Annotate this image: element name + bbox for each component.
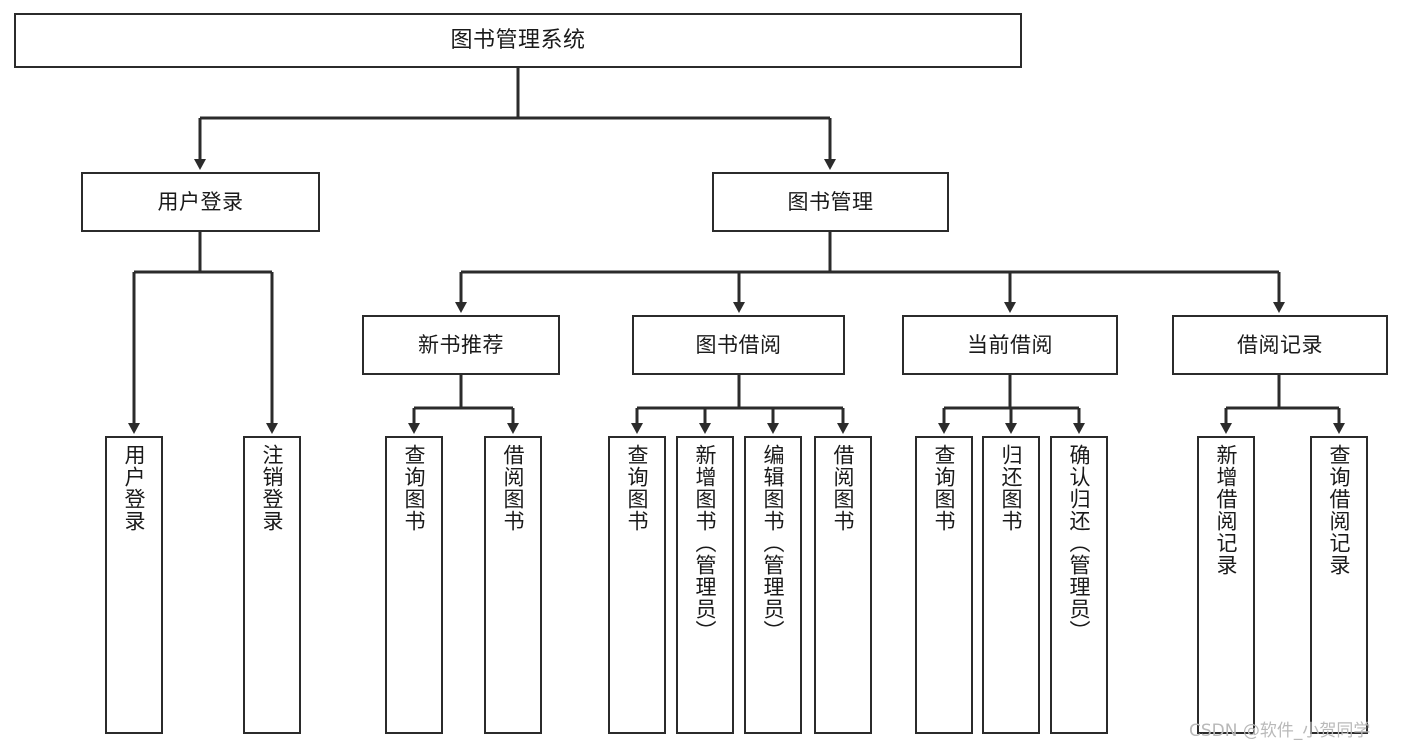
node-label: 归还图书 xyxy=(999,444,1024,532)
node-label: 新增图书（管理员） xyxy=(693,444,718,642)
node-root-book-management-system[interactable]: 图书管理系统 xyxy=(14,13,1022,68)
node-label: 借阅记录 xyxy=(1237,332,1323,357)
leaf-new-books-borrow[interactable]: 借阅图书 xyxy=(484,436,542,734)
node-new-book-recommendation[interactable]: 新书推荐 xyxy=(362,315,560,375)
leaf-current-return-book[interactable]: 归还图书 xyxy=(982,436,1040,734)
leaf-records-query-record[interactable]: 查询借阅记录 xyxy=(1310,436,1368,734)
leaf-current-confirm-return-admin[interactable]: 确认归还（管理员） xyxy=(1050,436,1108,734)
node-label: 借阅图书 xyxy=(831,444,856,532)
node-label: 查询图书 xyxy=(625,444,650,532)
node-book-borrowing[interactable]: 图书借阅 xyxy=(632,315,845,375)
leaf-new-books-query[interactable]: 查询图书 xyxy=(385,436,443,734)
node-label: 图书管理系统 xyxy=(450,27,586,53)
node-label: 查询图书 xyxy=(402,444,427,532)
node-label: 新书推荐 xyxy=(418,332,504,357)
node-label: 新增借阅记录 xyxy=(1214,444,1239,576)
leaf-borrow-add-book-admin[interactable]: 新增图书（管理员） xyxy=(676,436,734,734)
node-label: 确认归还（管理员） xyxy=(1067,444,1092,642)
node-book-management[interactable]: 图书管理 xyxy=(712,172,949,232)
node-label: 用户登录 xyxy=(122,444,147,532)
leaf-user-login[interactable]: 用户登录 xyxy=(105,436,163,734)
node-label: 图书借阅 xyxy=(695,332,782,357)
node-label: 图书管理 xyxy=(787,189,874,214)
leaf-borrow-query-book[interactable]: 查询图书 xyxy=(608,436,666,734)
node-label: 编辑图书（管理员） xyxy=(761,444,786,642)
node-label: 查询图书 xyxy=(932,444,957,532)
leaf-logout[interactable]: 注销登录 xyxy=(243,436,301,734)
node-label: 当前借阅 xyxy=(967,332,1053,357)
node-user-login[interactable]: 用户登录 xyxy=(81,172,320,232)
node-label: 查询借阅记录 xyxy=(1327,444,1352,576)
leaf-records-add-record[interactable]: 新增借阅记录 xyxy=(1197,436,1255,734)
node-label: 用户登录 xyxy=(157,189,244,214)
node-label: 注销登录 xyxy=(260,444,285,532)
leaf-current-query-book[interactable]: 查询图书 xyxy=(915,436,973,734)
leaf-borrow-edit-book-admin[interactable]: 编辑图书（管理员） xyxy=(744,436,802,734)
node-borrowing-records[interactable]: 借阅记录 xyxy=(1172,315,1388,375)
csdn-watermark: CSDN @软件_小贺同学 xyxy=(1189,721,1371,741)
node-label: 借阅图书 xyxy=(501,444,526,532)
leaf-borrow-borrow-book[interactable]: 借阅图书 xyxy=(814,436,872,734)
node-current-borrowing[interactable]: 当前借阅 xyxy=(902,315,1118,375)
